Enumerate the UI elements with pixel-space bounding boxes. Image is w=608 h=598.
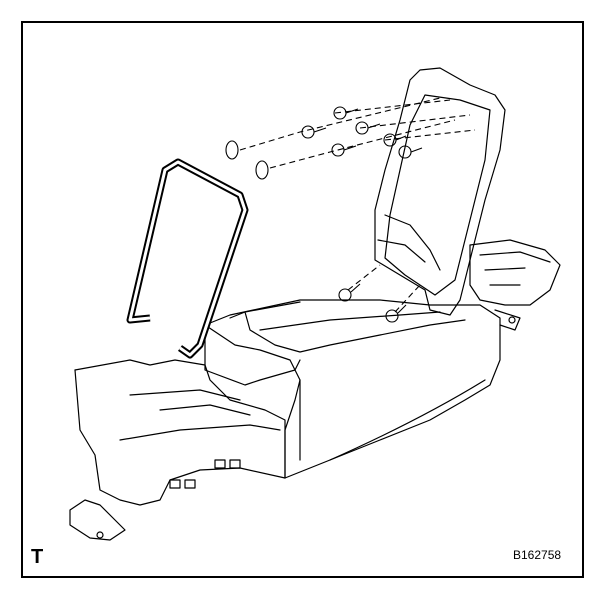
console-box-inner-line xyxy=(259,311,441,331)
screw-7 xyxy=(338,283,361,302)
screw-2 xyxy=(331,143,357,157)
screw-leader-1 xyxy=(239,97,441,151)
armrest-frame xyxy=(374,67,506,316)
frame-slot-2 xyxy=(184,479,196,489)
frame-slot-4 xyxy=(229,459,241,469)
front-tray xyxy=(204,329,301,386)
seal-gasket-inner xyxy=(128,160,247,357)
bracket-hole xyxy=(508,316,516,324)
front-frame-lower xyxy=(74,369,286,506)
armrest-hinge xyxy=(377,214,441,271)
frame-slot-3 xyxy=(214,459,226,469)
figure-code: B162758 xyxy=(513,548,562,562)
frame-slot-1 xyxy=(169,479,181,489)
screw-leader-4 xyxy=(359,114,471,129)
clip-ring-1 xyxy=(225,140,239,160)
front-frame-detail xyxy=(119,389,281,441)
corner-mark: T xyxy=(31,546,44,568)
screw-3 xyxy=(333,106,359,120)
screw-leader-6 xyxy=(347,264,381,291)
side-cushion-seams xyxy=(479,251,551,286)
screw-5 xyxy=(383,133,407,147)
screw-1 xyxy=(301,125,327,139)
armrest-inner xyxy=(384,94,491,296)
diagram-frame xyxy=(21,21,584,578)
console-box-rim xyxy=(229,301,466,353)
front-bracket xyxy=(69,499,126,541)
screw-6 xyxy=(398,145,423,159)
screw-8 xyxy=(385,304,407,323)
screw-leader-2 xyxy=(269,119,456,169)
side-cushion xyxy=(469,239,561,306)
screw-leader-7 xyxy=(394,284,421,313)
side-bracket xyxy=(494,309,521,331)
screw-4 xyxy=(355,121,381,135)
clip-ring-2 xyxy=(255,160,269,180)
frame-hole xyxy=(96,531,104,539)
console-box-lower-curve xyxy=(299,379,486,461)
front-frame xyxy=(74,359,286,479)
